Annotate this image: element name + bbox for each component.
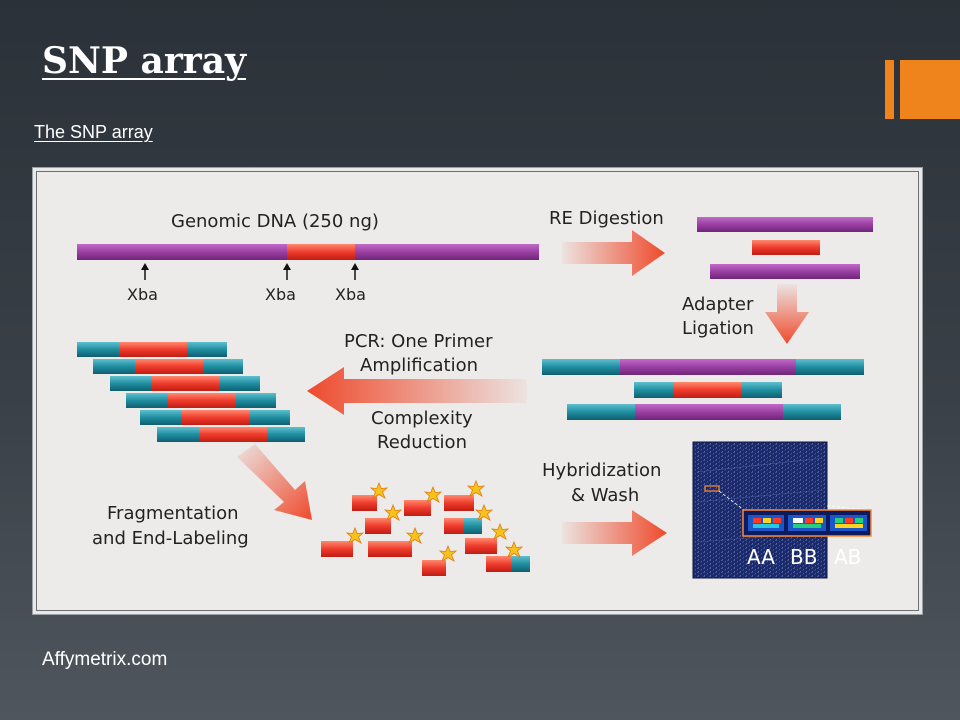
genotype-label-aa: AA [747, 545, 775, 569]
arrow-left-icon [307, 367, 527, 415]
step-frag-line1: Fragmentation [107, 503, 238, 524]
accent-bar-wide [900, 60, 960, 119]
step-complexity-line1: Complexity [371, 408, 473, 429]
genotype-label-ab: AB [834, 545, 861, 569]
fragment-purple [697, 217, 873, 232]
genomic-dna-segment [355, 244, 539, 260]
source-credit: Affymetrix.com [42, 649, 168, 670]
step-complexity-line2: Reduction [377, 432, 467, 453]
ligated-fragment [542, 359, 864, 375]
arrow-diagonal-icon [237, 444, 312, 520]
ligated-fragment [567, 404, 841, 420]
diagram-frame: Genomic DNA (250 ng) Xba Xba Xba RE Dige… [32, 167, 923, 615]
arrow-down-icon [765, 284, 809, 344]
fragment-red [752, 240, 820, 255]
genotype-zoom-panel [742, 509, 872, 537]
snp-array-diagram: Genomic DNA (250 ng) Xba Xba Xba RE Dige… [77, 208, 873, 579]
step-re-digestion: RE Digestion [549, 208, 664, 229]
xba-site-arrow [141, 263, 149, 280]
arrow-right-icon [562, 230, 665, 276]
labeled-fragments [321, 480, 530, 576]
xba-label: Xba [127, 285, 158, 304]
slide-title: SNP array [42, 40, 247, 82]
step-hyb-line1: Hybridization [542, 460, 661, 481]
accent-bar-thin [885, 60, 894, 119]
genomic-dna-segment [77, 244, 287, 260]
diagram-panel: Genomic DNA (250 ng) Xba Xba Xba RE Dige… [36, 171, 919, 611]
step-adapter-line2: Ligation [682, 318, 754, 339]
ligated-fragment [634, 382, 782, 398]
slide-subtitle: The SNP array [34, 122, 153, 142]
step-frag-line2: and End-Labeling [92, 528, 249, 549]
step-adapter-line1: Adapter [682, 294, 754, 315]
genomic-dna-label: Genomic DNA (250 ng) [171, 211, 379, 232]
step-pcr-line2: Amplification [360, 355, 478, 376]
step-pcr-line1: PCR: One Primer [344, 331, 493, 352]
arrow-right-icon [562, 510, 667, 556]
step-hyb-line2: & Wash [571, 485, 639, 506]
fragment-purple [710, 264, 860, 279]
xba-label: Xba [265, 285, 296, 304]
genotype-label-bb: BB [790, 545, 817, 569]
genomic-dna-snp-segment [287, 244, 355, 260]
amplicon-stack [77, 342, 305, 442]
xba-site-arrow [351, 263, 359, 280]
xba-label: Xba [335, 285, 366, 304]
xba-site-arrow [283, 263, 291, 280]
